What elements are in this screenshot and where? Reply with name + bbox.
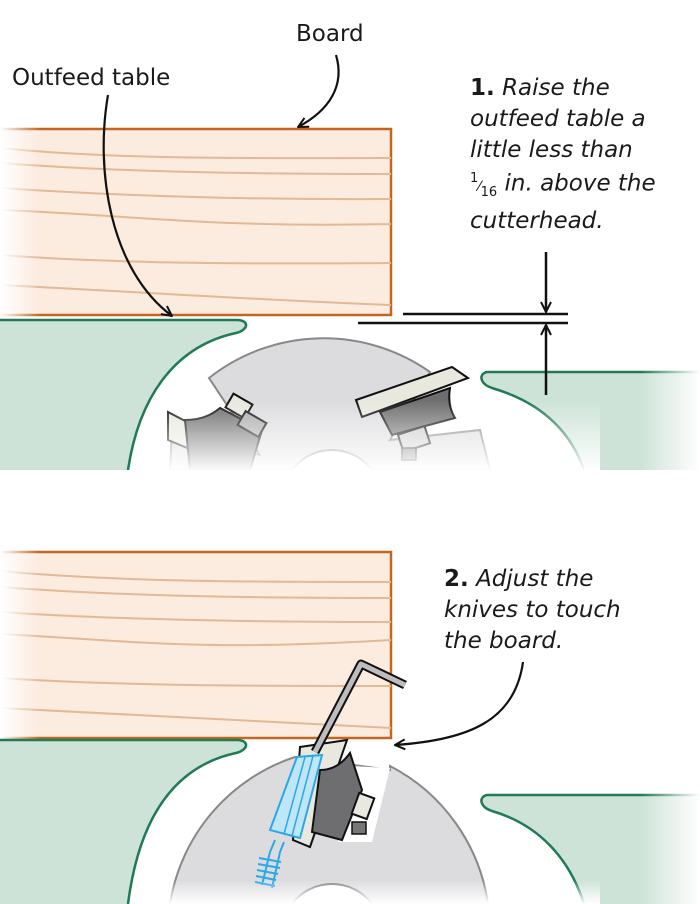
allen-key: [311, 659, 407, 755]
step-1-callout: 1. Raise the outfeed table a little less…: [470, 73, 656, 237]
board-top: [0, 125, 393, 320]
clearance-dimension: [358, 252, 568, 395]
outfeed-table-top: [0, 320, 247, 470]
step-1-line: cutterhead.: [470, 208, 604, 235]
outfeed-table-bottom: [0, 740, 247, 904]
outfeed-leader-arrow: [102, 94, 172, 316]
step-1-line: Raise the: [502, 75, 610, 101]
outfeed-table-label: Outfeed table: [12, 65, 171, 91]
panel-1: [0, 54, 700, 470]
step-2-line: the board.: [444, 628, 564, 654]
knife-leader-arrow: [395, 661, 525, 745]
panel-2: [0, 548, 700, 904]
step-1-line: in. above the: [504, 170, 656, 197]
step-1-number: 1.: [470, 75, 495, 101]
board-leader-arrow: [298, 54, 340, 127]
board-bottom: [0, 548, 393, 743]
board-label: Board: [296, 21, 364, 47]
step-2-callout: 2. Adjust the knives to touch the board.: [444, 564, 621, 657]
step-1-line: outfeed table a: [470, 106, 646, 132]
cutterhead-top: [150, 337, 600, 470]
step-2-line: knives to touch: [444, 597, 621, 623]
cutterhead-bottom: [150, 738, 600, 904]
step-2-line: Adjust the: [476, 566, 594, 592]
fraction-1-16: 1⁄16: [470, 171, 498, 201]
step-1-line: little less than: [470, 137, 633, 163]
step-2-number: 2.: [444, 566, 469, 592]
